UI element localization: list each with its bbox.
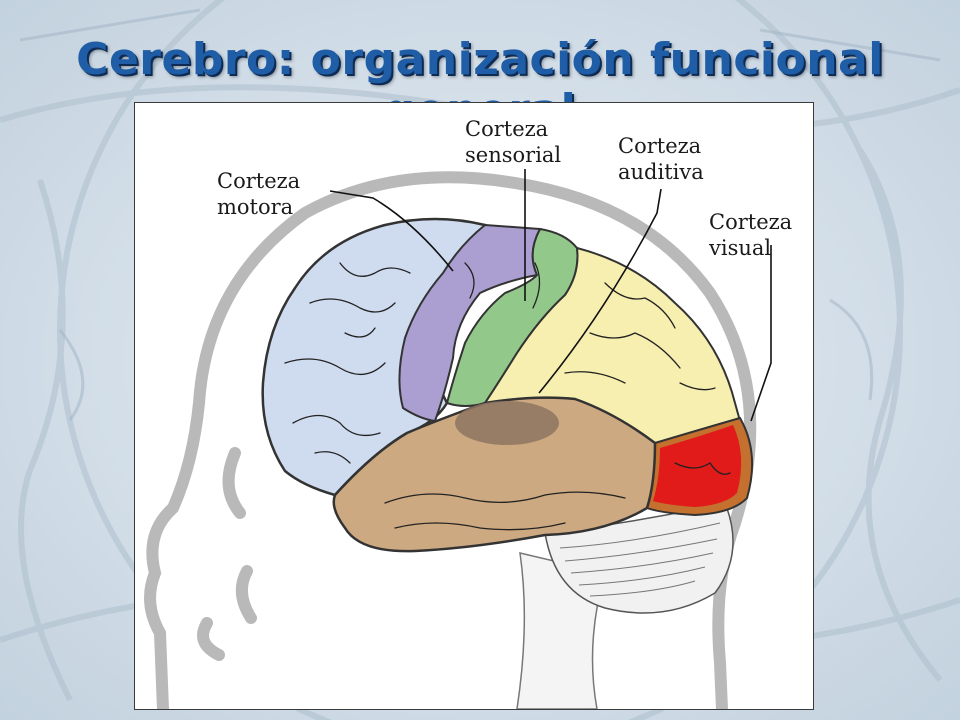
visual-cortex-area	[645, 416, 754, 517]
leader-lines	[329, 169, 772, 422]
auditory-cortex-label-line2: auditiva	[618, 160, 704, 184]
brain-gyri	[284, 262, 731, 531]
motor-cortex-label-line1: Corteza	[217, 169, 300, 193]
visual-cortex-label-line1: Corteza	[709, 210, 792, 234]
temporal-lobe	[332, 396, 657, 553]
visual-cortex-label-line2: visual	[708, 236, 771, 260]
sensory-cortex-label-line1: Corteza	[465, 117, 548, 141]
auditory-cortex-label-line1: Corteza	[618, 134, 701, 158]
sensory-cortex-label-line2: sensorial	[465, 143, 561, 167]
motor-cortex-label-line2: motora	[217, 195, 293, 219]
frontal-lobe	[261, 217, 487, 497]
auditory-cortex-area	[455, 401, 559, 445]
